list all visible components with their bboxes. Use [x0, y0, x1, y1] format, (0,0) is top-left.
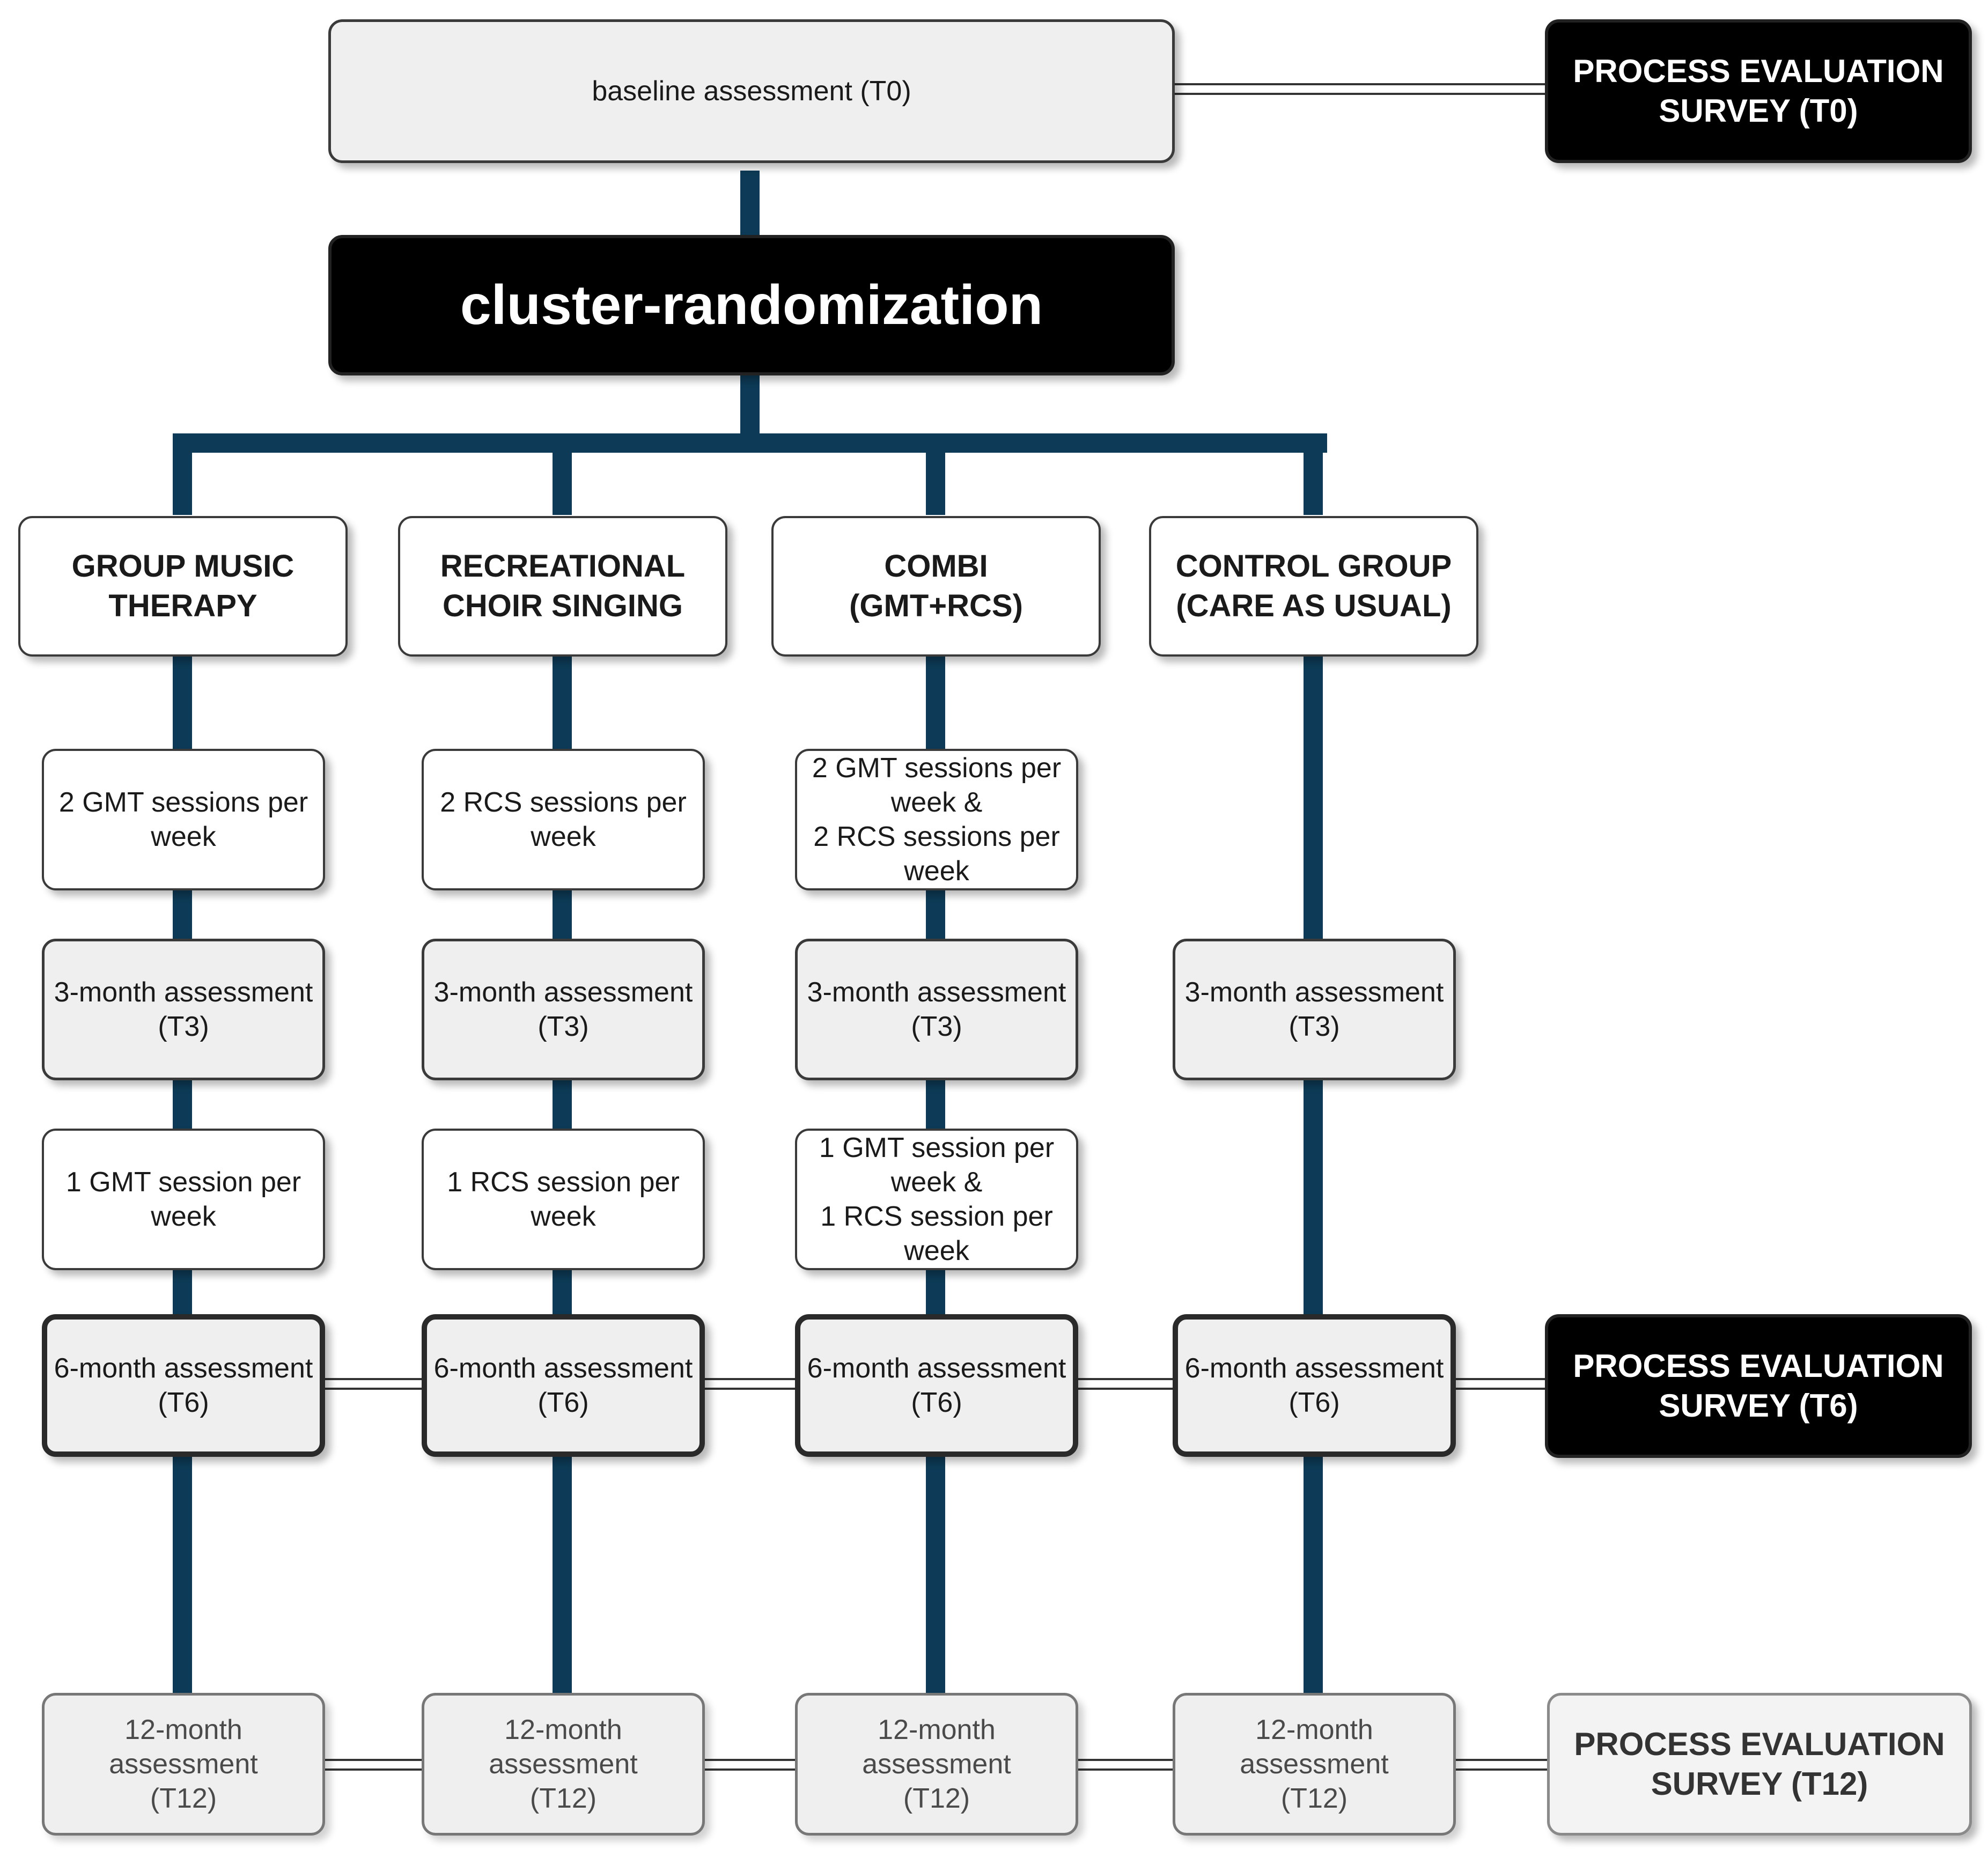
recreational-choir-singing-12-month-assessment-box-line-1: 12-month [504, 1714, 622, 1745]
recreational-choir-singing-12-month-assessment-box-line-3: (T12) [529, 1783, 597, 1814]
control-group-3-month-assessment-box: 3-month assessment(T3) [1173, 939, 1456, 1080]
survey-t12-box: PROCESS EVALUATION SURVEY (T12) [1547, 1693, 1972, 1836]
control-group-6-month-assessment-box: 6-month assessment(T6) [1173, 1314, 1456, 1457]
group-music-therapy-12-month-assessment-box-line-3: (T12) [150, 1783, 217, 1814]
randomization-box: cluster-randomization [328, 235, 1175, 375]
group-music-therapy-initial-sessions-box-line-2: week [151, 821, 216, 852]
combi-initial-sessions-box-line-3: 2 RCS sessions per [813, 821, 1060, 852]
group-music-therapy-3-month-assessment-box: 3-month assessment(T3) [42, 939, 325, 1080]
randomization-box-line-1: cluster-randomization [460, 274, 1043, 336]
combi-followup-sessions-box-line-4: week [904, 1235, 969, 1266]
control-group-12-month-assessment-box-line-1: 12-month [1255, 1714, 1373, 1745]
recreational-choir-singing-initial-sessions-box-line-2: week [531, 821, 596, 852]
survey-t0-box: PROCESS EVALUATION SURVEY (T0) [1545, 19, 1972, 163]
survey-t12-box-line-1: PROCESS EVALUATION [1574, 1726, 1945, 1762]
combi-initial-sessions-box-line-1: 2 GMT sessions per [812, 753, 1062, 784]
survey-t6-box: PROCESS EVALUATION SURVEY (T6) [1545, 1314, 1972, 1458]
group-music-therapy-12-month-assessment-box-line-1: 12-month [124, 1714, 242, 1745]
baseline-assessment-box-line-1: baseline assessment (T0) [592, 76, 911, 107]
group-music-therapy-followup-sessions-box-line-2: week [151, 1201, 216, 1232]
combi-box-line-2: (GMT+RCS) [849, 588, 1023, 623]
group-music-therapy-initial-sessions-box-line-1: 2 GMT sessions per [58, 787, 308, 818]
combi-followup-sessions-box-line-1: 1 GMT session per [819, 1132, 1055, 1163]
recreational-choir-singing-6-month-assessment-box-line-1: 6-month assessment [433, 1353, 693, 1384]
group-music-therapy-3-month-assessment-box-line-2: (T3) [158, 1011, 209, 1042]
recreational-choir-singing-followup-sessions-box-line-1: 1 RCS session per [447, 1167, 680, 1198]
recreational-choir-singing-12-month-assessment-box: 12-month assessment(T12) [422, 1693, 705, 1836]
recreational-choir-singing-6-month-assessment-box: 6-month assessment(T6) [422, 1314, 705, 1457]
recreational-choir-singing-box-line-1: RECREATIONAL [440, 549, 686, 584]
combi-12-month-assessment-box: 12-month assessment(T12) [795, 1693, 1078, 1836]
recreational-choir-singing-12-month-assessment-box-line-2: assessment [489, 1749, 638, 1780]
recreational-choir-singing-3-month-assessment-box-line-1: 3-month assessment [433, 977, 693, 1008]
group-music-therapy-box: GROUP MUSIC THERAPY [18, 516, 348, 657]
group-music-therapy-3-month-assessment-box-line-1: 3-month assessment [54, 977, 313, 1008]
combi-box: COMBI (GMT+RCS) [771, 516, 1101, 657]
survey-t0-box-line-1: PROCESS EVALUATION [1573, 53, 1944, 89]
combi-followup-sessions-box: 1 GMT session per week &1 RCS session per… [795, 1129, 1078, 1270]
control-group-3-month-assessment-box-line-2: (T3) [1288, 1011, 1340, 1042]
recreational-choir-singing-initial-sessions-box-line-1: 2 RCS sessions per [440, 787, 687, 818]
combi-12-month-assessment-box-line-1: 12-month [878, 1714, 996, 1745]
survey-t0-box-line-2: SURVEY (T0) [1659, 93, 1858, 129]
combi-12-month-assessment-box-line-2: assessment [862, 1749, 1011, 1780]
control-group-12-month-assessment-box-line-2: assessment [1240, 1749, 1389, 1780]
recreational-choir-singing-3-month-assessment-box: 3-month assessment(T3) [422, 939, 705, 1080]
control-group-12-month-assessment-box: 12-month assessment(T12) [1173, 1693, 1456, 1836]
recreational-choir-singing-3-month-assessment-box-line-2: (T3) [538, 1011, 589, 1042]
control-group-3-month-assessment-box-line-1: 3-month assessment [1184, 977, 1444, 1008]
recreational-choir-singing-6-month-assessment-box-line-2: (T6) [538, 1387, 589, 1418]
combi-3-month-assessment-box-line-1: 3-month assessment [807, 977, 1066, 1008]
combi-6-month-assessment-box: 6-month assessment(T6) [795, 1314, 1078, 1457]
survey-t12-box-line-2: SURVEY (T12) [1651, 1766, 1868, 1802]
group-music-therapy-box-line-1: GROUP MUSIC [71, 549, 294, 584]
control-group-box: CONTROL GROUP (CARE AS USUAL) [1149, 516, 1478, 657]
recreational-choir-singing-box-line-2: CHOIR SINGING [443, 588, 683, 623]
group-music-therapy-12-month-assessment-box: 12-month assessment(T12) [42, 1693, 325, 1836]
group-music-therapy-6-month-assessment-box-line-1: 6-month assessment [54, 1353, 313, 1384]
group-music-therapy-6-month-assessment-box: 6-month assessment(T6) [42, 1314, 325, 1457]
combi-3-month-assessment-box: 3-month assessment(T3) [795, 939, 1078, 1080]
combi-6-month-assessment-box-line-2: (T6) [911, 1387, 962, 1418]
combi-box-line-1: COMBI [884, 549, 988, 584]
combi-3-month-assessment-box-line-2: (T3) [911, 1011, 962, 1042]
group-music-therapy-6-month-assessment-box-line-2: (T6) [158, 1387, 209, 1418]
combi-followup-sessions-box-line-2: week & [890, 1167, 983, 1198]
group-music-therapy-followup-sessions-box-line-1: 1 GMT session per [65, 1167, 301, 1198]
combi-12-month-assessment-box-line-3: (T12) [903, 1783, 970, 1814]
group-music-therapy-box-line-2: THERAPY [108, 588, 257, 623]
control-group-12-month-assessment-box-line-3: (T12) [1280, 1783, 1348, 1814]
survey-t6-box-line-1: PROCESS EVALUATION [1573, 1348, 1944, 1384]
combi-followup-sessions-box-line-3: 1 RCS session per [820, 1201, 1053, 1232]
combi-initial-sessions-box-line-2: week & [890, 787, 983, 818]
survey-t6-box-line-2: SURVEY (T6) [1659, 1388, 1858, 1424]
control-group-box-line-1: CONTROL GROUP [1175, 549, 1452, 584]
group-music-therapy-12-month-assessment-box-line-2: assessment [109, 1749, 258, 1780]
baseline-assessment-box: baseline assessment (T0) [328, 19, 1175, 163]
control-group-box-line-2: (CARE AS USUAL) [1176, 588, 1452, 623]
combi-6-month-assessment-box-line-1: 6-month assessment [807, 1353, 1066, 1384]
control-group-6-month-assessment-box-line-2: (T6) [1288, 1387, 1340, 1418]
recreational-choir-singing-box: RECREATIONAL CHOIR SINGING [398, 516, 727, 657]
recreational-choir-singing-followup-sessions-box-line-2: week [531, 1201, 596, 1232]
combi-initial-sessions-box-line-4: week [904, 856, 969, 887]
control-group-6-month-assessment-box-line-1: 6-month assessment [1184, 1353, 1444, 1384]
